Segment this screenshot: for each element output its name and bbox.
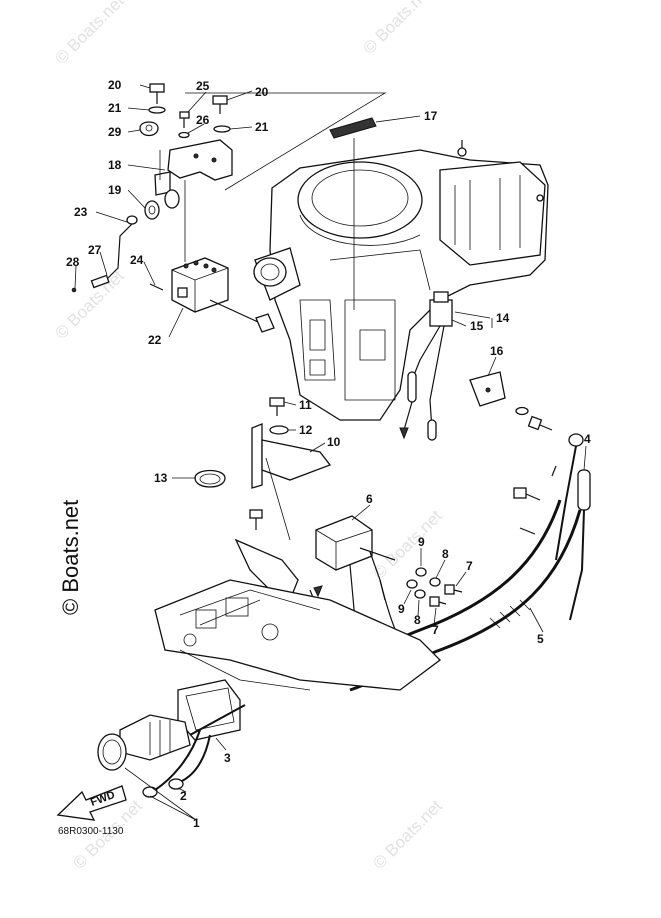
callout-28: 28 [66,255,80,269]
callout-7a: 7 [466,559,473,573]
callout-9a: 9 [418,535,425,549]
callout-15: 15 [470,319,484,333]
callout-12: 12 [299,423,313,437]
callout-22: 22 [148,333,162,347]
callout-27: 27 [88,243,102,257]
drawing-code: 68R0300-1130 [58,826,124,837]
watermark-text: © Boats.net [51,0,128,68]
bolt-20a [149,83,165,93]
callout-2: 2 [180,789,187,803]
watermark-text: © Boats.net [51,266,128,343]
callout-13: 13 [154,471,168,485]
bracket-assembly [139,83,387,262]
callout-21: 21 [108,101,122,115]
watermark-text: © Boats.net [369,796,446,873]
callout-8b: 8 [414,613,421,627]
callout-14: 14 [496,311,510,325]
starter-relay [399,291,453,441]
callout-21b: 21 [255,120,269,134]
hardware-7-8-9 [406,567,463,607]
callout-8a: 8 [442,547,449,561]
callout-20: 20 [108,78,122,92]
watermark-text: © Boats.net [359,0,436,58]
cables-2 [142,729,211,798]
callout-11: 11 [299,398,312,412]
callout-17: 17 [424,109,438,123]
callout-10: 10 [327,435,341,449]
ground-lead [71,215,138,293]
watermark-text: © Boats.net [369,506,446,583]
callout-18: 18 [108,158,122,172]
callout-23: 23 [74,205,88,219]
callout-16: 16 [490,344,504,358]
callout-numbers: 20 21 29 18 19 23 27 28 24 22 25 26 20 2… [66,78,591,830]
bolt-20b [212,95,228,105]
leader-lines [74,84,587,821]
callout-26: 26 [196,113,210,127]
callout-5: 5 [537,632,544,646]
callout-7b: 7 [432,623,439,637]
bracket-16 [469,371,553,431]
callout-9b: 9 [398,602,405,616]
callout-1: 1 [193,816,200,830]
callout-24: 24 [130,253,144,267]
plug-1 [97,704,246,771]
cable-tie-17 [329,117,377,139]
callout-19: 19 [108,183,122,197]
callout-4: 4 [584,432,591,446]
relay-box [149,257,275,333]
bracket-10 [194,397,332,541]
callout-29: 29 [108,125,122,139]
lower-cowl [154,579,441,691]
callout-20b: 20 [255,85,269,99]
callout-25: 25 [196,79,210,93]
callout-3: 3 [224,751,231,765]
callout-6: 6 [366,492,373,506]
boats-net-watermark: © Boats.net [58,500,83,615]
engine-block [253,140,549,421]
battery-cables-4 [513,433,591,621]
